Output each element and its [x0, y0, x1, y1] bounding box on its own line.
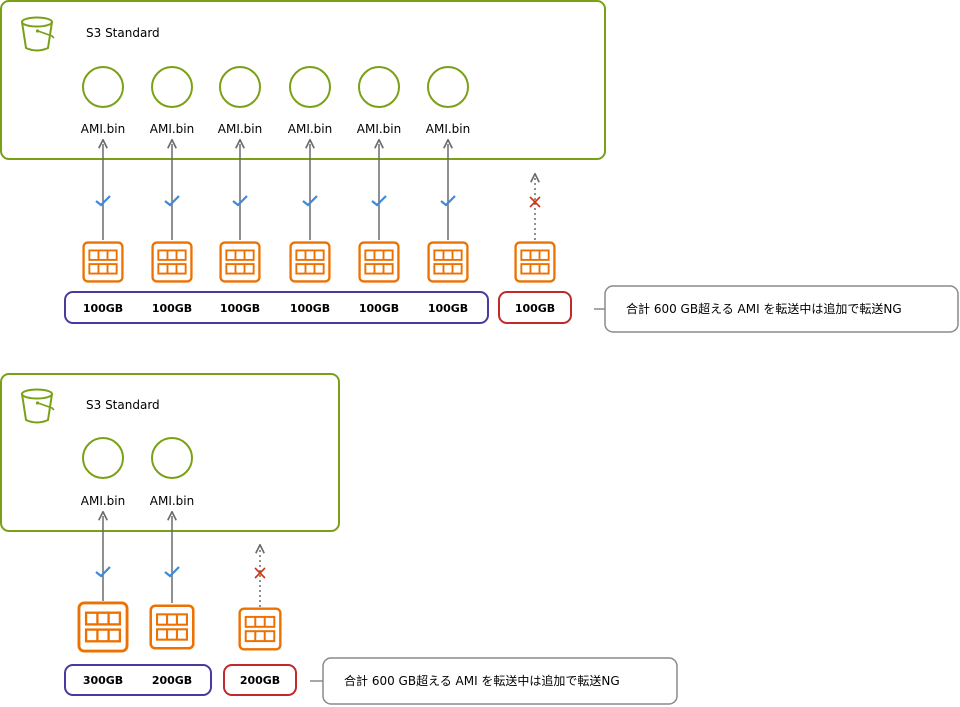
- object-label: AMI.bin: [81, 494, 125, 508]
- transfer-size: 100GB: [220, 302, 260, 315]
- transfer-chip-icon: [289, 241, 331, 283]
- bucket-icon: [21, 16, 55, 52]
- object-circle-icon: [82, 66, 124, 108]
- bottom-bucket-frame: [0, 373, 340, 532]
- transfer-size-denied: 100GB: [515, 302, 555, 315]
- top-scenario: S3 Standard AMI.bin AMI.bin AMI.bin AMI.…: [0, 0, 959, 333]
- transfer-chip-icon: [238, 607, 282, 651]
- transfer-size: 100GB: [290, 302, 330, 315]
- object-label: AMI.bin: [288, 122, 332, 136]
- object-circle-icon: [151, 437, 193, 479]
- note-box: [604, 285, 959, 333]
- denied-transfer-group: [223, 664, 297, 696]
- top-bucket-frame: [0, 0, 606, 160]
- object-circle-icon: [82, 437, 124, 479]
- transfer-size-denied: 200GB: [240, 674, 280, 687]
- object-label: AMI.bin: [150, 122, 194, 136]
- transfer-chip-icon: [514, 241, 556, 283]
- allowed-transfer-group: [64, 664, 212, 696]
- transfer-chip-icon: [82, 241, 124, 283]
- transfer-chip-icon: [151, 241, 193, 283]
- transfer-size: 200GB: [152, 674, 192, 687]
- denied-transfer-group: [498, 291, 572, 324]
- bucket-icon: [21, 388, 55, 424]
- note-text: 合計 600 GB超える AMI を転送中は追加で転送NG: [626, 301, 902, 316]
- object-label: AMI.bin: [218, 122, 262, 136]
- top-bucket-label: S3 Standard: [86, 26, 160, 40]
- object-label: AMI.bin: [426, 122, 470, 136]
- object-label: AMI.bin: [357, 122, 401, 136]
- object-circle-icon: [219, 66, 261, 108]
- transfer-size: 100GB: [428, 302, 468, 315]
- object-label: AMI.bin: [150, 494, 194, 508]
- transfer-chip-icon: [358, 241, 400, 283]
- transfer-chip-icon: [149, 604, 195, 650]
- object-label: AMI.bin: [81, 122, 125, 136]
- bottom-bucket-label: S3 Standard: [86, 398, 160, 412]
- transfer-size: 100GB: [83, 302, 123, 315]
- transfer-chip-icon: [77, 601, 129, 653]
- object-circle-icon: [151, 66, 193, 108]
- allowed-transfer-group: [64, 291, 489, 324]
- transfer-size: 100GB: [359, 302, 399, 315]
- object-circle-icon: [289, 66, 331, 108]
- transfer-chip-icon: [219, 241, 261, 283]
- object-circle-icon: [427, 66, 469, 108]
- note-box: [322, 657, 678, 705]
- bottom-scenario: S3 Standard AMI.bin AMI.bin 300GB 200GB …: [0, 373, 678, 705]
- object-circle-icon: [358, 66, 400, 108]
- note-text: 合計 600 GB超える AMI を転送中は追加で転送NG: [344, 673, 620, 688]
- transfer-size: 300GB: [83, 674, 123, 687]
- transfer-chip-icon: [427, 241, 469, 283]
- transfer-size: 100GB: [152, 302, 192, 315]
